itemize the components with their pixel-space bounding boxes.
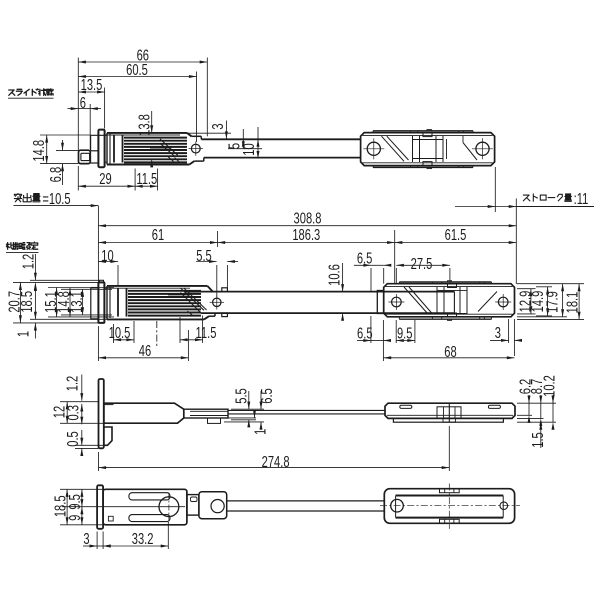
svg-text::11: :11 xyxy=(574,190,589,207)
svg-text:46: 46 xyxy=(139,342,151,359)
svg-text:10.6: 10.6 xyxy=(326,264,343,286)
svg-text:13.5: 13.5 xyxy=(81,76,103,93)
svg-text:5: 5 xyxy=(226,143,243,149)
svg-text:11.5: 11.5 xyxy=(136,170,157,187)
svg-text:6.5: 6.5 xyxy=(357,250,373,267)
svg-text:61: 61 xyxy=(152,226,164,243)
svg-text:11.5: 11.5 xyxy=(196,324,217,341)
svg-text:9.5: 9.5 xyxy=(66,494,83,510)
svg-text:3: 3 xyxy=(209,123,226,129)
svg-text:186.3: 186.3 xyxy=(292,226,320,243)
svg-text:13.8: 13.8 xyxy=(136,114,153,136)
svg-text:10.2: 10.2 xyxy=(541,375,558,397)
svg-text:6: 6 xyxy=(80,94,86,111)
svg-text:27.5: 27.5 xyxy=(411,255,433,272)
svg-text:9.5: 9.5 xyxy=(397,325,413,342)
svg-text:10: 10 xyxy=(101,247,113,264)
svg-text:14.8: 14.8 xyxy=(55,291,72,313)
svg-text:66: 66 xyxy=(137,47,149,64)
svg-text:0.5: 0.5 xyxy=(64,431,81,447)
svg-text:15.1: 15.1 xyxy=(42,291,59,313)
svg-text:0.3: 0.3 xyxy=(65,405,82,421)
svg-text:1.5: 1.5 xyxy=(529,432,546,448)
svg-text:1: 1 xyxy=(252,429,269,435)
svg-text:12.9: 12.9 xyxy=(517,291,534,313)
svg-text:29: 29 xyxy=(99,170,111,187)
svg-text:17.9: 17.9 xyxy=(544,291,561,313)
svg-text:12: 12 xyxy=(51,406,68,418)
svg-text:14.8: 14.8 xyxy=(30,140,47,162)
svg-text:1.2: 1.2 xyxy=(20,254,37,270)
svg-text:10.5: 10.5 xyxy=(109,324,131,341)
svg-text:6.2: 6.2 xyxy=(517,379,534,395)
svg-text:3: 3 xyxy=(83,530,89,547)
svg-text:20.7: 20.7 xyxy=(6,291,23,313)
svg-text:14.9: 14.9 xyxy=(529,291,546,313)
svg-text:8.7: 8.7 xyxy=(528,379,545,395)
svg-text:18.5: 18.5 xyxy=(52,495,69,517)
svg-text:18.1: 18.1 xyxy=(564,292,581,314)
svg-text:274.8: 274.8 xyxy=(262,453,290,470)
svg-text:5.5: 5.5 xyxy=(233,388,250,404)
svg-text:13.1: 13.1 xyxy=(68,291,85,313)
svg-text:=10.5: =10.5 xyxy=(42,190,70,207)
svg-text:9: 9 xyxy=(66,515,83,521)
svg-text:6.5: 6.5 xyxy=(258,388,275,404)
svg-text:10: 10 xyxy=(240,143,257,155)
svg-text:60.5: 60.5 xyxy=(126,61,148,78)
svg-text:18.5: 18.5 xyxy=(18,291,35,313)
svg-text:3: 3 xyxy=(495,324,501,341)
svg-text:5.5: 5.5 xyxy=(196,247,212,264)
svg-text:6.8: 6.8 xyxy=(47,167,64,183)
svg-text:308.8: 308.8 xyxy=(294,210,322,227)
svg-text:1.2: 1.2 xyxy=(64,376,81,392)
svg-text:61.5: 61.5 xyxy=(445,226,467,243)
svg-text:33.2: 33.2 xyxy=(132,530,154,547)
svg-text:68: 68 xyxy=(444,343,456,360)
svg-text:1: 1 xyxy=(15,331,32,337)
svg-text:6.5: 6.5 xyxy=(357,325,373,342)
